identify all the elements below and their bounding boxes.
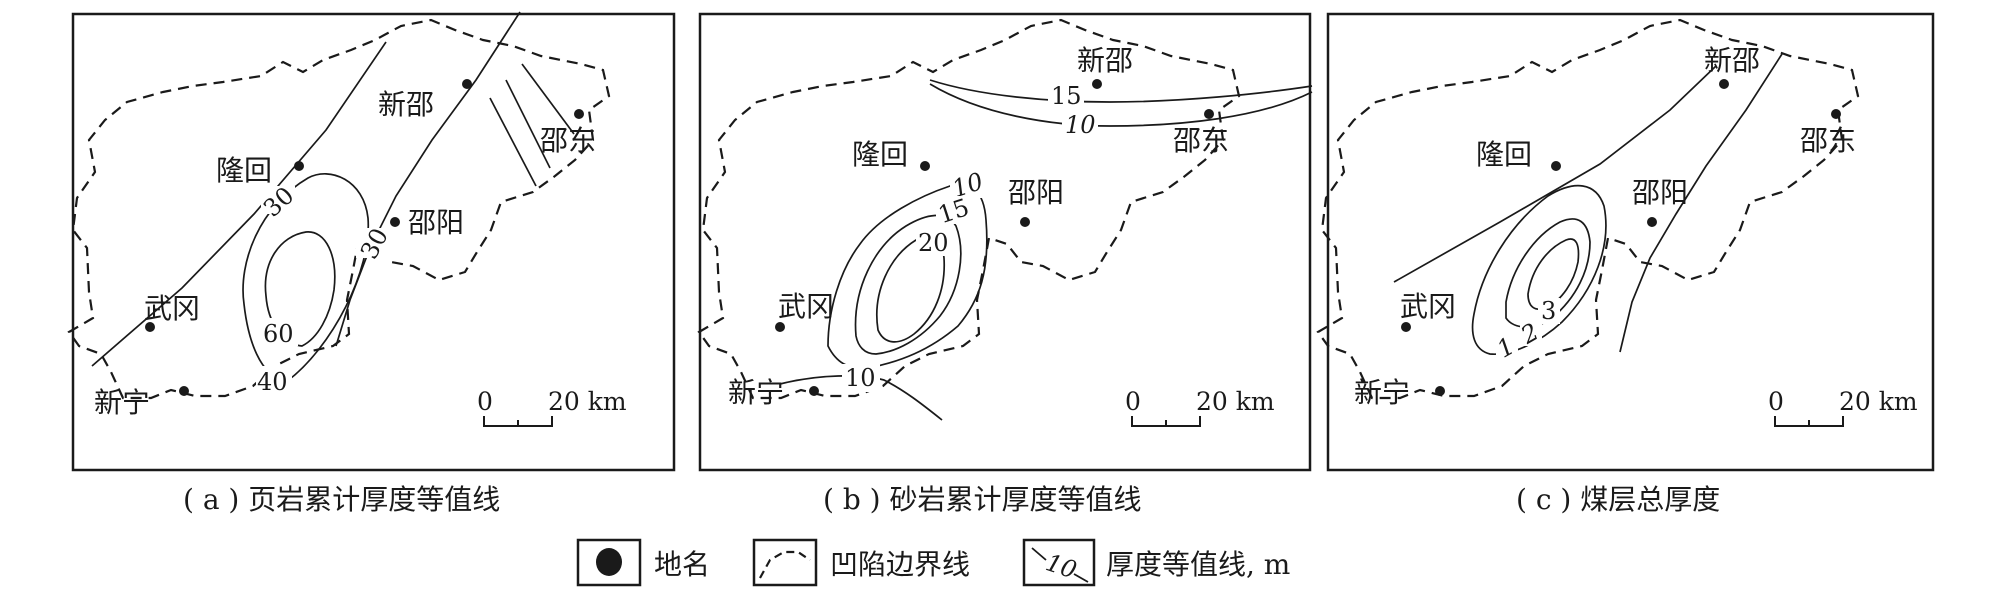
scale-zero: 0	[1768, 387, 1784, 416]
place-label: 邵东	[1800, 124, 1856, 157]
place-marker	[1719, 79, 1729, 89]
scale-bar-c: 0 20 km	[1768, 387, 1918, 427]
place-label: 隆回	[216, 154, 272, 187]
place-label: 隆回	[852, 138, 908, 171]
panel-c-caption: ( c ) 煤层总厚度	[1516, 483, 1720, 516]
places-c: 新邵 邵东 隆回 邵阳 武冈 新宁	[1354, 44, 1856, 409]
place-label: 邵阳	[1632, 176, 1688, 209]
place-label: 武冈	[144, 292, 200, 325]
isoline-label: 10	[845, 364, 876, 392]
isoline-label: 3	[1541, 297, 1556, 325]
legend-label: 凹陷边界线	[830, 548, 970, 581]
isoline-labels-c: 3 2 1	[1492, 297, 1560, 364]
scale-distance: 20 km	[548, 387, 627, 416]
scale-bar-a: 0 20 km	[477, 387, 627, 427]
scale-zero: 0	[477, 387, 493, 416]
place-marker	[1831, 109, 1841, 119]
place-label: 邵东	[1173, 124, 1229, 157]
place-label: 武冈	[778, 290, 834, 323]
place-marker	[775, 322, 785, 332]
isoline-labels-a: 30 30 60 40	[256, 181, 394, 396]
legend-item-place: 地名	[576, 538, 710, 587]
isoline-label: 15	[1051, 82, 1082, 110]
places-b: 新邵 邵东 隆回 邵阳 武冈 新宁	[728, 44, 1229, 409]
isoline-label: 10	[1065, 111, 1096, 139]
legend: 地名 凹陷边界线 10 厚度等值线, m	[576, 538, 1290, 587]
place-marker	[1204, 109, 1214, 119]
place-label: 邵阳	[1008, 176, 1064, 209]
place-marker	[1401, 322, 1411, 332]
place-marker	[809, 386, 819, 396]
panel-c-frame	[1326, 12, 1935, 472]
legend-item-isoline: 10 厚度等值线, m	[1022, 538, 1290, 587]
panel-c: 3 2 1 新邵 邵东 隆回 邵阳 武冈 新宁 0 20 km ( c ) 煤层…	[1316, 12, 1935, 516]
legend-label: 厚度等值线, m	[1106, 548, 1290, 581]
scale-distance: 20 km	[1196, 387, 1275, 416]
legend-item-boundary: 凹陷边界线	[752, 538, 970, 587]
basin-boundary	[1316, 18, 1860, 400]
isoline-label: 60	[263, 320, 294, 348]
place-marker	[145, 322, 155, 332]
place-marker	[1092, 79, 1102, 89]
dashed-boundary-icon	[759, 550, 811, 579]
panel-b-caption: ( b ) 砂岩累计厚度等值线	[823, 483, 1141, 516]
panel-b: 15 10 10 15 20 10 新邵 邵东 隆回 邵阳 武冈 新宁	[697, 12, 1313, 516]
place-marker	[390, 217, 400, 227]
panel-a-caption: ( a ) 页岩累计厚度等值线	[183, 483, 500, 516]
place-marker	[920, 161, 930, 171]
panel-a: 30 30 60 40 新邵 邵东 隆回 邵阳 武冈 新宁 0 20 km	[67, 11, 676, 516]
isoline-icon	[1031, 547, 1089, 583]
isoline-label: 40	[257, 368, 288, 396]
panel-b-frame	[698, 12, 1312, 472]
places-a: 新邵 邵东 隆回 邵阳 武冈 新宁	[94, 79, 596, 419]
panel-a-frame	[71, 12, 676, 472]
place-label: 新宁	[94, 386, 150, 419]
place-marker	[1020, 217, 1030, 227]
legend-label: 地名	[654, 548, 710, 581]
place-marker	[1551, 161, 1561, 171]
place-label: 邵东	[540, 124, 596, 157]
place-marker	[179, 386, 189, 396]
place-label: 新邵	[1704, 44, 1760, 77]
scale-zero: 0	[1125, 387, 1141, 416]
place-label: 新宁	[728, 376, 784, 409]
place-label: 邵阳	[408, 206, 464, 239]
place-label: 新宁	[1354, 376, 1410, 409]
scale-bar-b: 0 20 km	[1125, 387, 1275, 427]
legend-swatch	[752, 538, 818, 587]
legend-swatch	[1022, 538, 1096, 587]
basin-boundary	[67, 18, 611, 400]
place-label: 新邵	[378, 88, 434, 121]
place-marker	[1647, 217, 1657, 227]
isoline-labels-b: 15 10 10 15 20 10	[842, 80, 1098, 392]
isoline-label: 20	[918, 229, 949, 257]
place-marker	[1435, 386, 1445, 396]
scale-distance: 20 km	[1839, 387, 1918, 416]
place-marker	[294, 161, 304, 171]
place-marker-icon	[596, 548, 622, 576]
place-marker	[462, 79, 472, 89]
place-label: 隆回	[1476, 138, 1532, 171]
place-label: 武冈	[1400, 290, 1456, 323]
isolines-a	[91, 11, 575, 383]
place-label: 新邵	[1077, 44, 1133, 77]
place-marker	[574, 109, 584, 119]
